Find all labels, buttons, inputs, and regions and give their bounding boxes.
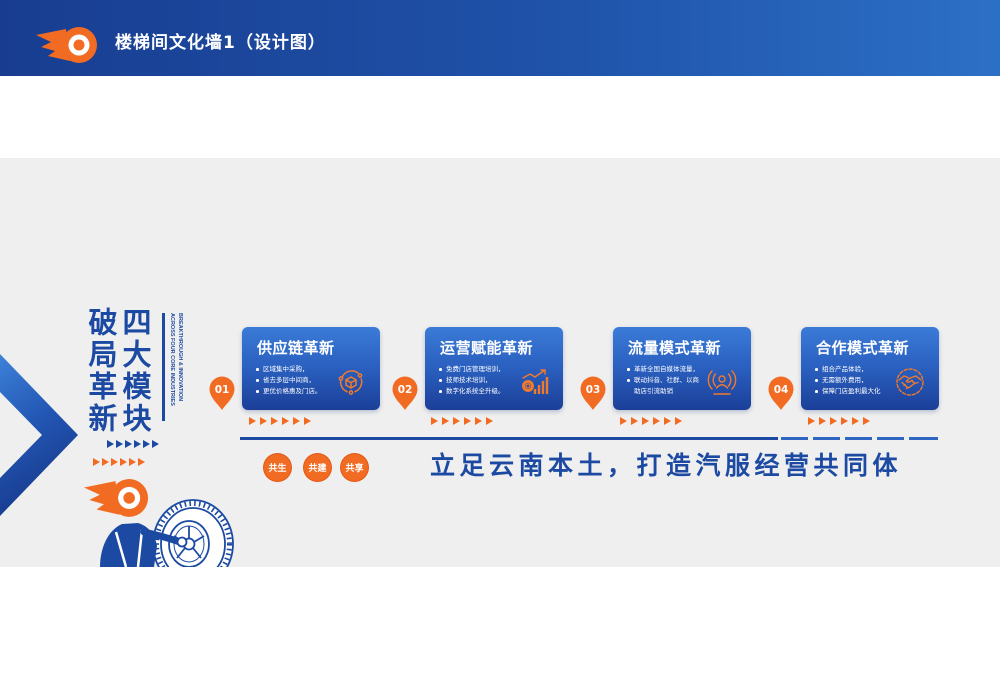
- bullet-dot: [439, 379, 442, 382]
- bullet-dot: [815, 379, 818, 382]
- module-title: 流量模式革新: [628, 339, 722, 357]
- bullet-item: 更优价格惠及门店。: [256, 386, 331, 397]
- mascot-with-tire-icon: [84, 479, 234, 567]
- wall-title-right: 四大模块: [118, 307, 152, 435]
- bullet-item: 保障门店盈利最大化: [815, 386, 890, 397]
- module-bullets: 革新全国自媒体流量， 联动抖音、社群、以商助店引流助销: [627, 364, 702, 397]
- module-card-traffic: 流量模式革新 革新全国自媒体流量， 联动抖音、社群、以商助店引流助销: [613, 327, 751, 410]
- bullet-dot: [815, 368, 818, 371]
- module-number: 01: [215, 384, 230, 396]
- header-bar: 楼梯间文化墙1（设计图）: [0, 0, 1000, 76]
- bullet-text: 联动抖音、社群、以商助店引流助销: [633, 376, 699, 395]
- english-subtitle-line-2: ACROSS FOUR CORE INDUSTRIES: [169, 313, 175, 406]
- bullet-dot: [256, 390, 259, 393]
- value-badge-symbiosis: 共生: [264, 454, 291, 481]
- timeline-dash: [781, 437, 808, 440]
- module-title: 合作模式革新: [816, 339, 910, 357]
- value-badge-share: 共享: [341, 454, 368, 481]
- module-number-pin: 04: [768, 376, 794, 410]
- timeline-dash: [845, 437, 872, 440]
- module-bullets: 区域集中采购， 省去多层中间商， 更优价格惠及门店。: [256, 364, 331, 397]
- bullet-item: 无需额外费用，: [815, 375, 890, 386]
- mascot-head-logo-icon: [84, 479, 149, 517]
- bullet-text: 无需额外费用，: [821, 376, 868, 384]
- bullet-item: 省去多层中间商，: [256, 375, 331, 386]
- bullet-dot: [627, 368, 630, 371]
- bullet-dot: [256, 379, 259, 382]
- accent-bar: [162, 313, 165, 421]
- wall-title-left: 破局革新: [84, 307, 118, 435]
- module-number: 04: [774, 384, 789, 396]
- orange-arrow-row: [431, 417, 493, 425]
- bullet-item: 免费门店管理培训，: [439, 364, 514, 375]
- bullet-dot: [815, 390, 818, 393]
- bullet-item: 区域集中采购，: [256, 364, 331, 375]
- bullet-item: 联动抖音、社群、以商助店引流助销: [627, 375, 702, 397]
- module-card-cooperation: 合作模式革新 组合产品体验， 无需额外费用， 保障门店盈利最大化: [801, 327, 939, 410]
- module-bullets: 免费门店管理培训， 技师技术培训， 数字化系统全升级。: [439, 364, 514, 397]
- bullet-text: 数字化系统全升级。: [445, 387, 505, 395]
- module-number-pin: 03: [580, 376, 606, 410]
- english-subtitle-line-1: BREAKTHROUGH & INNOVATION: [177, 313, 183, 402]
- timeline-dash: [877, 437, 904, 440]
- bullet-text: 革新全国自媒体流量，: [633, 365, 699, 373]
- bullet-text: 保障门店盈利最大化: [821, 387, 881, 395]
- orange-arrow-row: [620, 417, 682, 425]
- module-bullets: 组合产品体验， 无需额外费用， 保障门店盈利最大化: [815, 364, 890, 397]
- bullet-text: 省去多层中间商，: [262, 376, 315, 384]
- module-number: 02: [398, 384, 413, 396]
- timeline-dash: [909, 437, 938, 440]
- bullet-text: 免费门店管理培训，: [445, 365, 505, 373]
- value-badge-co-build: 共建: [304, 454, 331, 481]
- module-card-operation: 运营赋能革新 免费门店管理培训， 技师技术培训， 数字化系统全升级。: [425, 327, 563, 410]
- slogan: 立足云南本土，打造汽服经营共同体: [430, 451, 903, 480]
- flame-ring-logo-icon: [36, 27, 97, 63]
- orange-arrow-row: [808, 417, 870, 425]
- module-number-pin: 01: [209, 376, 235, 410]
- gear-growth-chart-icon: [522, 369, 549, 394]
- orange-arrow-row: [93, 458, 145, 466]
- bullet-dot: [256, 368, 259, 371]
- bullet-text: 更优价格惠及门店。: [262, 387, 322, 395]
- blue-arrow-row: [107, 440, 159, 448]
- tire-icon: [152, 499, 234, 567]
- timeline-dash: [813, 437, 840, 440]
- broadcast-person-icon: [707, 370, 737, 395]
- page-title: 楼梯间文化墙1（设计图）: [115, 33, 326, 53]
- module-title: 供应链革新: [257, 339, 335, 357]
- module-number-pin: 02: [392, 376, 418, 410]
- chevron-right-icon: [0, 354, 78, 516]
- module-title: 运营赋能革新: [440, 339, 534, 357]
- bullet-item: 数字化系统全升级。: [439, 386, 514, 397]
- timeline-line: [240, 437, 778, 440]
- english-subtitle: BREAKTHROUGH & INNOVATION ACROSS FOUR CO…: [168, 313, 184, 421]
- module-card-supply-chain: 供应链革新 区域集中采购， 省去多层中间商， 更优价格惠及门店。: [242, 327, 380, 410]
- bullet-dot: [439, 368, 442, 371]
- bullet-item: 组合产品体验，: [815, 364, 890, 375]
- bullet-item: 技师技术培训，: [439, 375, 514, 386]
- bullet-dot: [439, 390, 442, 393]
- bullet-text: 区域集中采购，: [262, 365, 309, 373]
- handshake-icon: [896, 368, 924, 396]
- bullet-item: 革新全国自媒体流量，: [627, 364, 702, 375]
- english-subtitle-strip: BREAKTHROUGH & INNOVATION ACROSS FOUR CO…: [162, 313, 188, 421]
- orange-arrow-row: [249, 417, 311, 425]
- supply-cycle-icon: [338, 370, 363, 395]
- bullet-dot: [627, 379, 630, 382]
- bullet-text: 组合产品体验，: [821, 365, 868, 373]
- module-number: 03: [586, 384, 601, 396]
- mascot-body: [100, 523, 188, 567]
- bullet-text: 技师技术培训，: [445, 376, 492, 384]
